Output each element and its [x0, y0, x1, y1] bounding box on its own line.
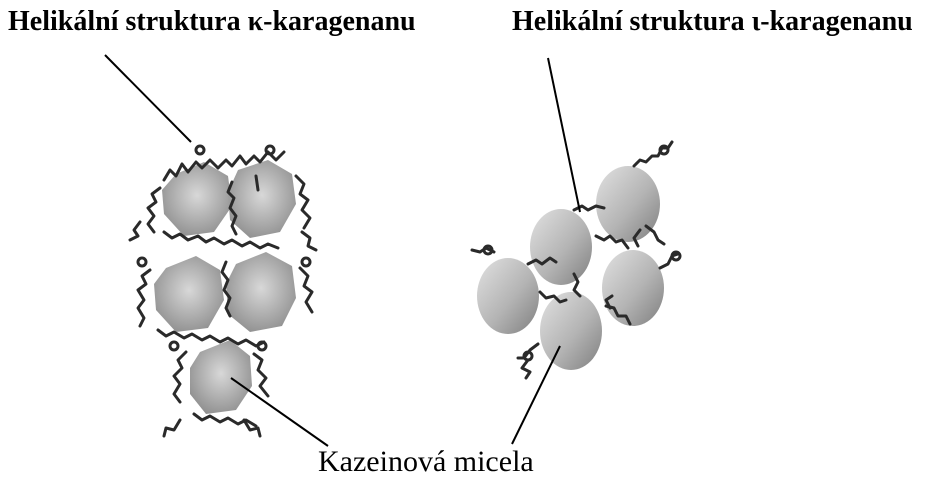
kappa-network	[130, 146, 316, 436]
iota-micelles	[477, 166, 664, 370]
casein-micelle-label: Kazeinová micela	[318, 447, 534, 477]
kappa-carrageenan-label: Helikální struktura κ-karagenanu	[8, 8, 416, 36]
kappa-micelle	[226, 252, 296, 332]
iota-micelle	[540, 292, 602, 370]
iota-micelle	[530, 209, 592, 285]
kappa-leader-line	[105, 55, 191, 142]
kappa-micelle	[228, 160, 296, 238]
iota-micelle	[477, 258, 539, 334]
iota-carrageenan-label: Helikální struktura ι-karagenanu	[512, 8, 913, 36]
iota-network	[472, 142, 680, 378]
iota-micelle	[602, 250, 664, 326]
kappa-micelle	[190, 340, 252, 414]
kappa-micelle	[154, 256, 224, 332]
casein-leader-left	[231, 378, 328, 446]
casein-leader-right	[512, 346, 560, 444]
iota-leader-line	[548, 58, 580, 212]
